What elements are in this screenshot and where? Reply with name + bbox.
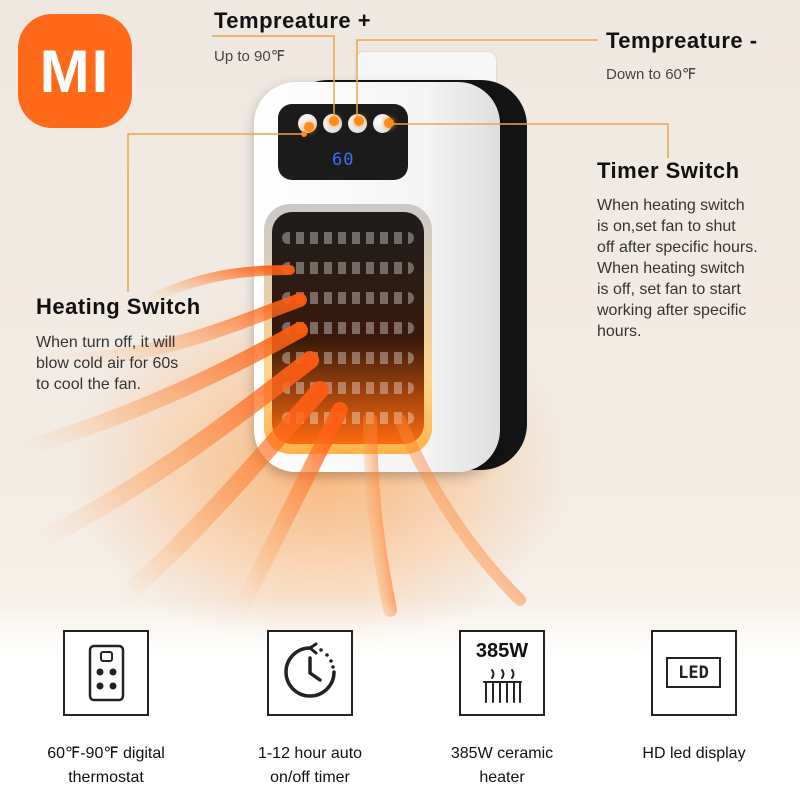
temp-down-title: Tempreature - bbox=[606, 28, 758, 53]
feature-thermostat: 60℉-90℉ digital thermostat bbox=[21, 630, 191, 790]
callout-anchor bbox=[301, 131, 307, 137]
timer-desc-line: hours. bbox=[597, 323, 642, 340]
ceramic-heater-icon bbox=[482, 669, 522, 703]
vent-row bbox=[282, 322, 414, 334]
vent-row bbox=[282, 262, 414, 274]
timer-desc-line: When heating switch bbox=[597, 197, 745, 214]
heating-switch-desc: When turn off, it will blow cold air for… bbox=[36, 332, 236, 395]
feature-label: HD led display bbox=[609, 742, 779, 766]
feature-label-line: heater bbox=[479, 769, 525, 786]
feature-icon-frame: LED bbox=[651, 630, 737, 716]
feature-ceramic-heater: 385W 385W ceramic heater bbox=[417, 630, 587, 790]
vent-row bbox=[282, 292, 414, 304]
air-streak bbox=[363, 413, 397, 617]
heating-switch-title: Heating Switch bbox=[36, 294, 201, 319]
timer-desc-line: working after specific bbox=[597, 302, 747, 319]
timer-desc-line: When heating switch bbox=[597, 260, 745, 277]
air-streak bbox=[111, 381, 329, 609]
callout-anchor bbox=[387, 121, 393, 127]
heating-desc-line: When turn off, it will bbox=[36, 334, 176, 351]
feature-label-line: 60℉-90℉ digital bbox=[47, 745, 165, 762]
vent-row bbox=[282, 412, 414, 424]
feature-led-display: LED HD led display bbox=[609, 630, 779, 766]
feature-label: 1-12 hour auto on/off timer bbox=[225, 742, 395, 790]
air-streak bbox=[31, 351, 319, 549]
heating-callout-line bbox=[127, 133, 304, 292]
feature-label-line: HD led display bbox=[642, 745, 746, 762]
heating-desc-line: to cool the fan. bbox=[36, 376, 141, 393]
feature-label: 60℉-90℉ digital thermostat bbox=[21, 742, 191, 790]
timer-desc-line: is off, set fan to start bbox=[597, 281, 741, 298]
callout-anchor bbox=[354, 117, 360, 123]
timer-switch-desc: When heating switch is on,set fan to shu… bbox=[597, 195, 797, 342]
brand-logo-text: MI bbox=[39, 37, 111, 105]
heating-desc-line: blow cold air for 60s bbox=[36, 355, 179, 372]
feature-timer: 1-12 hour auto on/off timer bbox=[225, 630, 395, 790]
timer-switch-title: Timer Switch bbox=[597, 158, 740, 183]
temp-up-desc: Up to 90℉ bbox=[214, 48, 285, 65]
timer-desc-line: off after specific hours. bbox=[597, 239, 758, 256]
temp-up-callout-line bbox=[212, 35, 335, 118]
feature-label-line: on/off timer bbox=[270, 769, 350, 786]
feature-label-line: 1-12 hour auto bbox=[257, 745, 363, 762]
temp-down-desc: Down to 60℉ bbox=[606, 66, 697, 83]
temp-up-title: Tempreature + bbox=[214, 8, 372, 33]
air-streak bbox=[232, 402, 348, 618]
heating-indicator-dot bbox=[304, 122, 314, 132]
timer-desc-line: is on,set fan to shut bbox=[597, 218, 736, 235]
led-display-icon: LED bbox=[666, 657, 721, 688]
timer-clock-icon bbox=[283, 642, 336, 698]
feature-label-line: 385W ceramic bbox=[450, 745, 554, 762]
led-badge-text: LED bbox=[678, 662, 709, 683]
feature-icon-frame bbox=[267, 630, 353, 716]
callout-anchor bbox=[331, 117, 337, 123]
temp-down-callout-line bbox=[356, 39, 598, 118]
air-streak bbox=[394, 414, 526, 606]
brand-logo: MI bbox=[18, 14, 132, 128]
wattage-label: 385W bbox=[475, 640, 529, 662]
feature-label: 385W ceramic heater bbox=[417, 742, 587, 790]
vent-row bbox=[282, 232, 414, 244]
air-streak bbox=[53, 293, 307, 367]
air-streak bbox=[12, 322, 308, 458]
thermostat-remote-icon bbox=[88, 644, 124, 702]
feature-icon-frame bbox=[63, 630, 149, 716]
temperature-display: 60 bbox=[332, 150, 355, 170]
timer-callout-line bbox=[390, 123, 669, 158]
air-streak bbox=[145, 265, 295, 305]
feature-label-line: thermostat bbox=[68, 769, 144, 786]
feature-icon-frame: 385W bbox=[459, 630, 545, 716]
